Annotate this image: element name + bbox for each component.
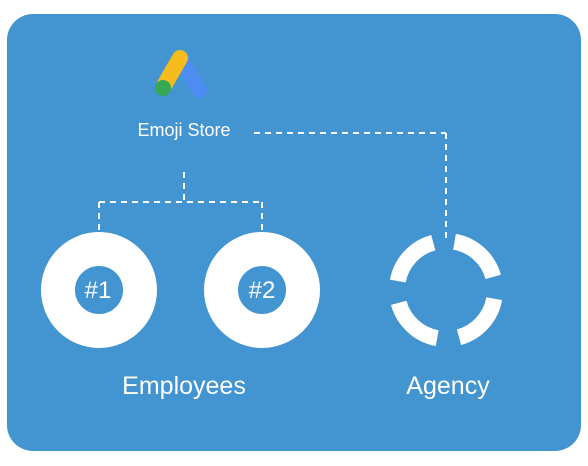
employees-group-label: Employees bbox=[122, 372, 246, 400]
employee-badge-2: #2 bbox=[248, 277, 276, 304]
store-employees-connector bbox=[98, 172, 263, 232]
google-ads-logo-icon bbox=[155, 50, 207, 98]
employee-ring-2 bbox=[204, 232, 320, 348]
store-name-label: Emoji Store bbox=[137, 120, 231, 140]
store-agency-connector bbox=[254, 132, 447, 238]
agency-ring bbox=[389, 233, 503, 347]
employee-ring-1 bbox=[41, 232, 157, 348]
agency-group-label: Agency bbox=[406, 372, 490, 400]
employee-badge-1: #1 bbox=[84, 277, 112, 304]
